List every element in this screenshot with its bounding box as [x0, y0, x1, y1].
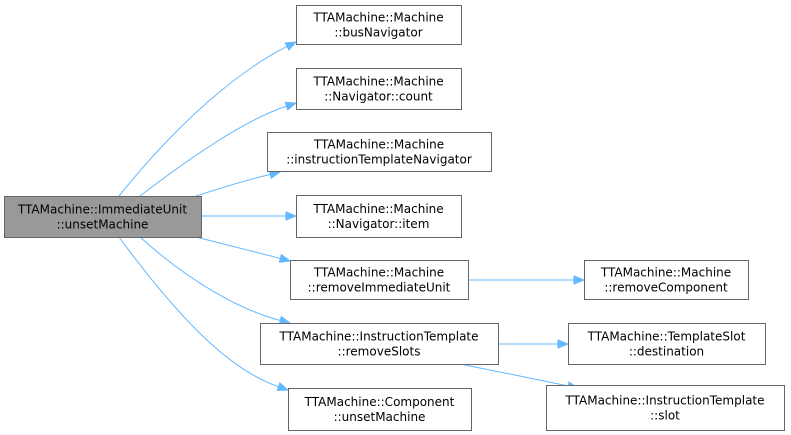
node-box: [290, 260, 469, 300]
node-label-line1: TTAMachine::Machine: [312, 11, 443, 25]
node-instructionTemplateNavigator[interactable]: TTAMachine::Machine::instructionTemplate…: [267, 132, 492, 172]
edge-root-to-removeImmediateUnit: [195, 236, 281, 259]
node-box: [288, 388, 472, 431]
node-box: [267, 132, 492, 172]
arrowhead-removeImmediateUnit: [278, 253, 292, 263]
arrowhead-removeComponent: [573, 275, 586, 285]
node-destination[interactable]: TTAMachine::TemplateSlot::destination: [568, 323, 766, 365]
node-root[interactable]: TTAMachine::ImmediateUnit::unsetMachine: [4, 196, 202, 238]
edge-root-to-count: [139, 105, 287, 197]
node-label-line2: ::removeSlots: [338, 345, 421, 359]
arrowhead-destination: [557, 339, 570, 349]
node-label-line1: TTAMachine::Machine: [313, 138, 444, 152]
edges-layer: [118, 41, 586, 392]
node-label-line2: ::removeComponent: [604, 281, 728, 295]
node-count[interactable]: TTAMachine::Machine::Navigator::count: [296, 68, 462, 110]
node-removeComponent[interactable]: TTAMachine::Machine::removeComponent: [584, 260, 749, 300]
node-box: [546, 385, 785, 431]
node-box: [260, 323, 499, 365]
node-box: [296, 68, 462, 110]
node-label-line2: ::Navigator::item: [328, 217, 430, 231]
node-label-line2: ::Navigator::count: [324, 90, 433, 104]
arrowhead-count: [284, 101, 298, 111]
node-unsetMachine[interactable]: TTAMachine::Component::unsetMachine: [288, 388, 472, 431]
node-label-line2: ::unsetMachine: [334, 410, 426, 424]
edge-root-to-removeSlots: [139, 236, 281, 321]
arrowhead-unsetMachine: [276, 382, 290, 392]
node-box: [568, 323, 766, 365]
nodes-layer: TTAMachine::ImmediateUnit::unsetMachineT…: [4, 5, 785, 431]
node-label-line1: TTAMachine::Machine: [313, 266, 444, 280]
node-removeImmediateUnit[interactable]: TTAMachine::Machine::removeImmediateUnit: [290, 260, 469, 300]
node-label-line1: TTAMachine::Machine: [600, 266, 731, 280]
node-box: [296, 5, 462, 45]
node-label-line1: TTAMachine::ImmediateUnit: [17, 203, 187, 217]
edge-root-to-unsetMachine: [118, 236, 279, 388]
edge-removeSlots-to-slot: [459, 363, 569, 387]
node-label-line1: TTAMachine::Machine: [312, 202, 443, 216]
node-label-line2: ::destination: [629, 345, 704, 359]
node-box: [4, 196, 202, 238]
node-label-line1: TTAMachine::InstructionTemplate: [278, 330, 478, 344]
node-label-line2: ::instructionTemplateNavigator: [286, 153, 472, 167]
edge-root-to-busNavigator: [118, 46, 288, 197]
node-item[interactable]: TTAMachine::Machine::Navigator::item: [296, 195, 462, 238]
node-box: [584, 260, 749, 300]
node-label-line2: ::unsetMachine: [57, 218, 149, 232]
arrowhead-item: [285, 211, 298, 221]
node-label-line1: TTAMachine::Machine: [312, 75, 443, 89]
node-label-line1: TTAMachine::Component: [304, 395, 455, 409]
node-label-line2: ::removeImmediateUnit: [308, 281, 451, 295]
node-label-line1: TTAMachine::TemplateSlot: [587, 330, 746, 344]
node-label-line2: ::busNavigator: [334, 26, 422, 40]
node-slot[interactable]: TTAMachine::InstructionTemplate::slot: [546, 385, 785, 431]
arrowhead-busNavigator: [284, 41, 298, 51]
node-label-line1: TTAMachine::InstructionTemplate: [564, 394, 764, 408]
node-box: [296, 195, 462, 238]
node-removeSlots[interactable]: TTAMachine::InstructionTemplate::removeS…: [260, 323, 499, 365]
edge-root-to-instructionTemplateNavigator: [195, 173, 271, 197]
node-busNavigator[interactable]: TTAMachine::Machine::busNavigator: [296, 5, 462, 45]
node-label-line2: ::slot: [650, 409, 680, 423]
